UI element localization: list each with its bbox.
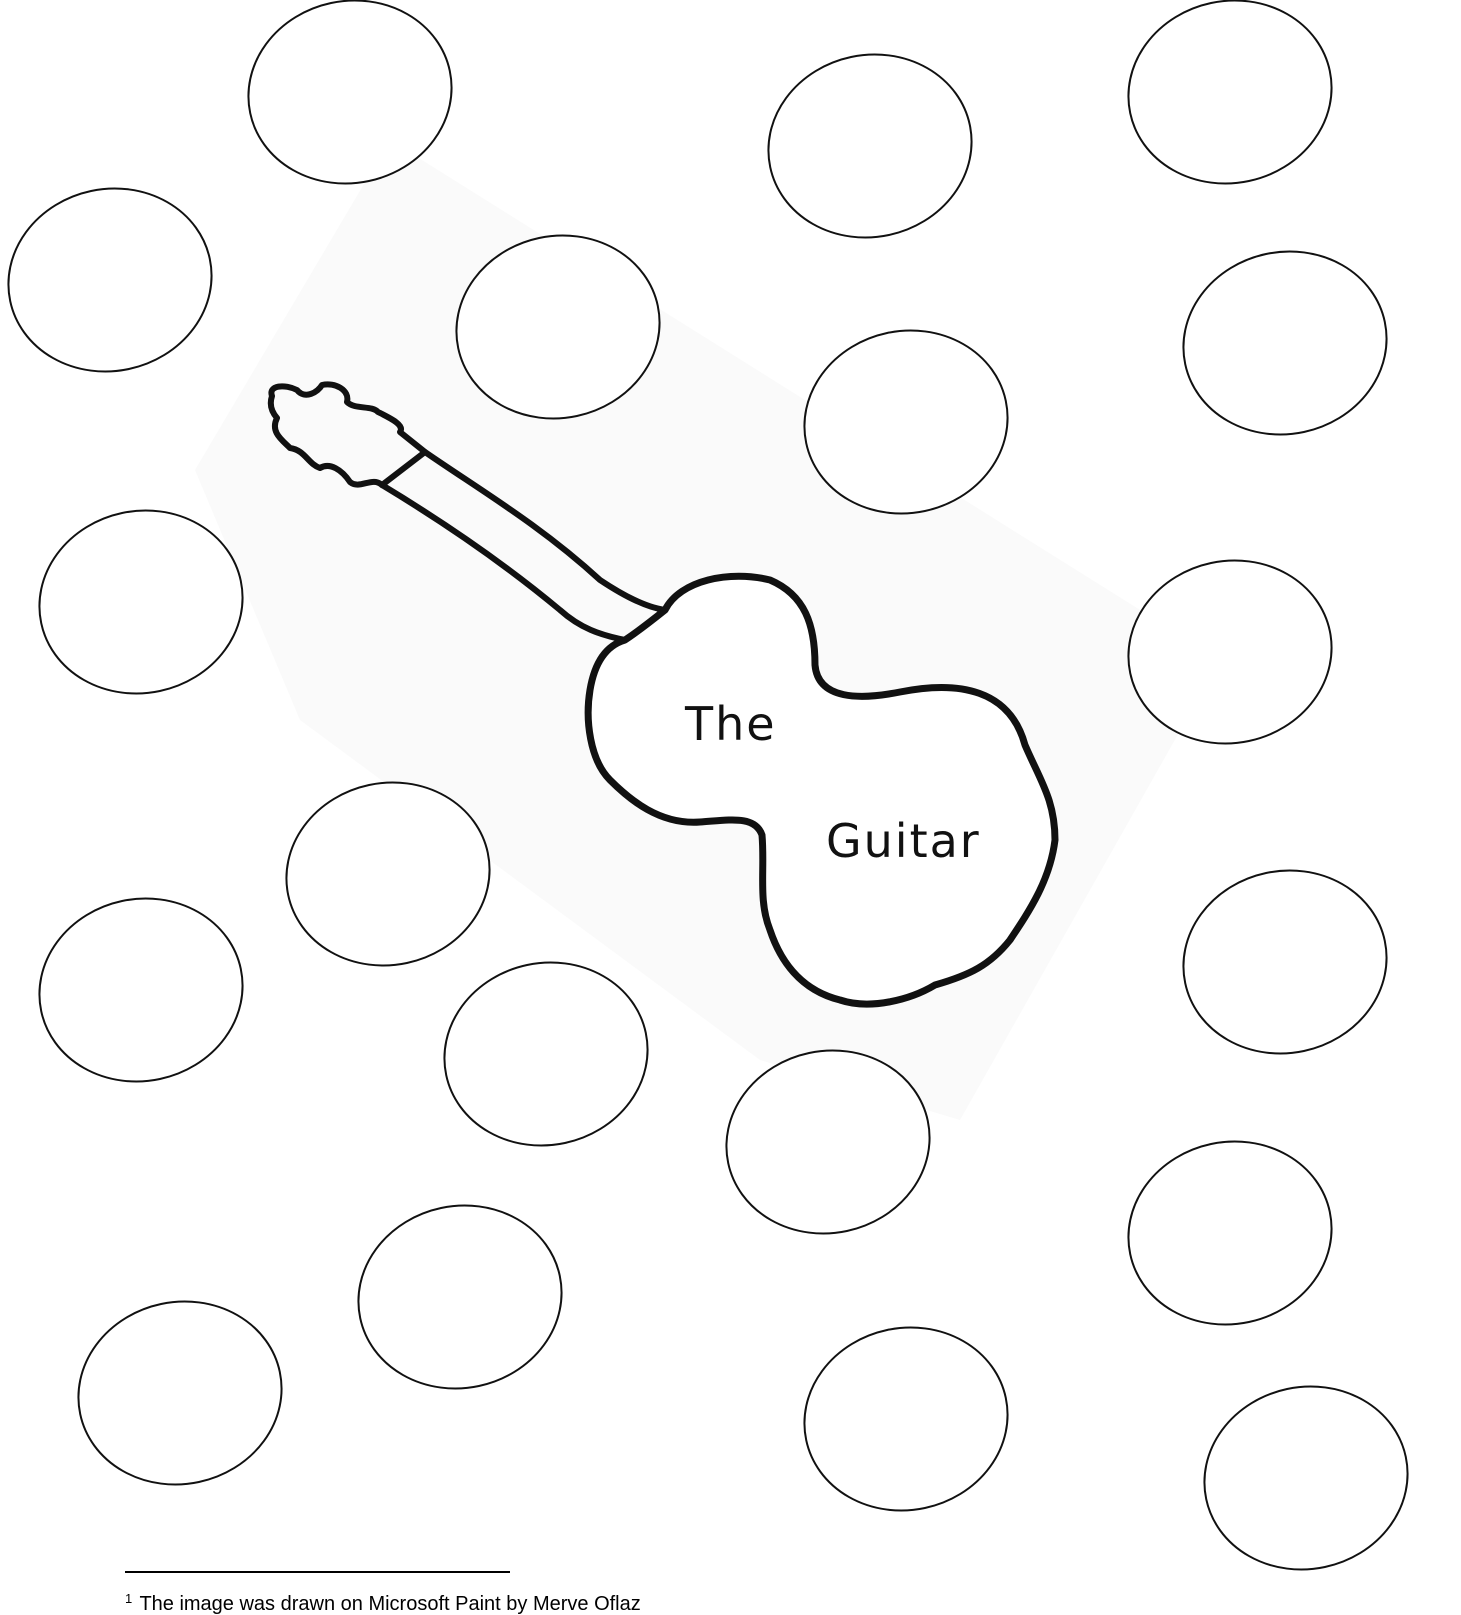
- footnote-number: 1: [125, 1591, 132, 1606]
- empty-circle: [22, 880, 259, 1100]
- guitar-title-line1: The: [684, 697, 777, 751]
- empty-circle: [1166, 852, 1403, 1072]
- empty-circle: [751, 36, 988, 256]
- empty-circle: [61, 1283, 298, 1503]
- guitar-title-line2: Guitar: [826, 814, 981, 868]
- empty-circle: [1187, 1368, 1424, 1588]
- empty-circle: [1111, 0, 1348, 202]
- empty-circle: [427, 944, 664, 1164]
- empty-circle: [787, 1309, 1024, 1529]
- empty-circle: [1111, 1123, 1348, 1343]
- empty-circle: [341, 1187, 578, 1407]
- empty-circle: [0, 170, 229, 390]
- empty-circle: [1166, 233, 1403, 453]
- footnote-text: The image was drawn on Microsoft Paint b…: [139, 1593, 640, 1615]
- footnote-divider: [125, 1571, 510, 1573]
